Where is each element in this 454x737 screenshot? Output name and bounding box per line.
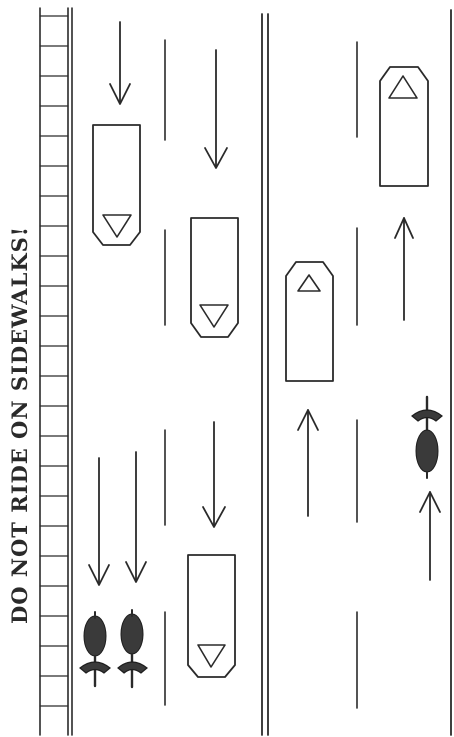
cyclist-southbound-right [118,610,147,687]
cyclist-northbound [412,397,442,478]
arrow-down-lane2-bottom [203,422,225,527]
cyclist-southbound-left [80,612,110,686]
car-southbound-lane1-top [93,125,140,245]
car-northbound-lane3 [286,262,333,381]
arrow-down-lane2-top [205,50,227,168]
sidewalk-warning-caption: DO NOT RIDE ON SIDEWALKS! [7,226,32,624]
car-southbound-lane2-bottom [188,555,235,677]
sidewalk [40,8,72,735]
arrow-down-lane1-top [110,22,130,104]
arrow-down-cyclist-left [89,458,109,585]
arrow-down-cyclist-right [126,452,146,582]
arrow-up-cyclist [420,492,440,580]
arrow-up-lane4-top [395,218,413,320]
center-double-line [262,14,268,735]
arrow-up-lane3 [298,410,318,516]
sidewalk-paver-lines [40,16,68,706]
car-southbound-lane2-middle [191,218,238,337]
car-northbound-lane4 [380,67,428,186]
